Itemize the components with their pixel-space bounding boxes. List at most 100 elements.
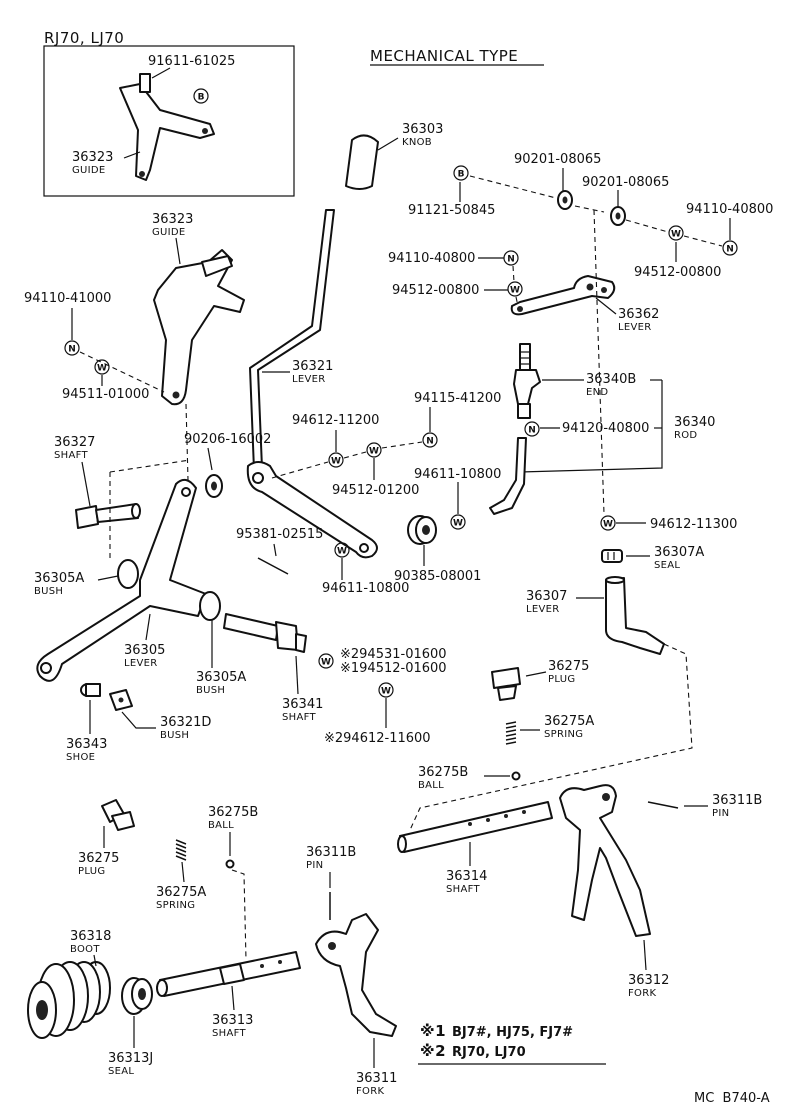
lever-36305 — [36, 478, 221, 682]
shift-lever — [246, 209, 378, 559]
nut-symbol-4: N — [426, 437, 434, 447]
note-1-text: BJ7#, HJ75, FJ7# — [452, 1025, 573, 1040]
washer-symbol-4: W — [331, 457, 341, 467]
part-94611-b-number: 94611-10800 — [322, 581, 409, 596]
part-36311b-b-name: PIN — [306, 860, 323, 871]
part-36305-name: LEVER — [124, 658, 158, 669]
part-91121-number: 91121-50845 — [408, 203, 495, 218]
note-2-text: RJ70, LJ70 — [452, 1045, 526, 1060]
inset-part-number: 91611-61025 — [148, 54, 235, 69]
part-94612-b-number: 94612-11300 — [650, 517, 737, 532]
spring-36275a-left — [175, 839, 187, 861]
part-36307a-name: SEAL — [654, 560, 680, 571]
part-36327-name: SHAFT — [54, 450, 88, 461]
part-95381-number: 95381-02515 — [236, 527, 323, 542]
part-36275-a-name: PLUG — [548, 674, 575, 685]
part-36311-name: FORK — [356, 1086, 384, 1097]
spring-36275a-right — [505, 721, 517, 745]
seal-36313j — [121, 977, 153, 1015]
note-2-mark: ※2 — [420, 1042, 446, 1060]
part-94110-a-number: 94110-40800 — [686, 202, 773, 217]
part-94115-number: 94115-41200 — [414, 391, 501, 406]
part-36305-number: 36305 — [124, 643, 165, 658]
plug-36275-left — [101, 799, 135, 831]
seal-36307a — [601, 549, 623, 563]
part-36341-name: SHAFT — [282, 712, 316, 723]
nut-symbol-1: N — [726, 245, 734, 255]
ball-36275b-right — [511, 771, 521, 781]
diagram-header: MECHANICAL TYPE — [370, 47, 518, 65]
part-36343-number: 36343 — [66, 737, 107, 752]
part-36275-b-name: PLUG — [78, 866, 105, 877]
nut-symbol-2: N — [507, 255, 515, 265]
guide-bracket — [153, 249, 245, 406]
part-note2-94612-number: ※294612-11600 — [324, 731, 431, 746]
footer-code: MC B740-A — [694, 1091, 770, 1106]
inset-frame — [43, 45, 295, 197]
part-94120-number: 94120-40800 — [562, 421, 649, 436]
shaft-36341 — [223, 613, 307, 653]
washer-symbol-5: W — [369, 447, 379, 457]
part-36313j-number: 36313J — [108, 1051, 153, 1066]
rod-end-36340b — [513, 343, 541, 419]
part-36275a-a-number: 36275A — [544, 714, 594, 729]
inset-title: RJ70, LJ70 — [44, 29, 124, 47]
bushing-90385 — [407, 515, 437, 545]
bolt-symbol-icon — [193, 88, 209, 104]
part-36311b-a-name: PIN — [712, 808, 729, 819]
nut-symbol-3: N — [68, 345, 76, 355]
part-36362-number: 36362 — [618, 307, 659, 322]
inset-guide-bracket — [119, 73, 215, 181]
part-94512-c-number: 94512-01200 — [332, 483, 419, 498]
part-36327-number: 36327 — [54, 435, 95, 450]
bush-36321d — [109, 689, 133, 711]
part-36311b-b-number: 36311B — [306, 845, 356, 860]
part-36343-name: SHOE — [66, 752, 95, 763]
part-90206-number: 90206-16002 — [184, 432, 271, 447]
part-36340-number: 36340 — [674, 415, 715, 430]
part-36307-number: 36307 — [526, 589, 567, 604]
part-36312-name: FORK — [628, 988, 656, 999]
part-36318-number: 36318 — [70, 929, 111, 944]
washer-symbol-6: W — [453, 519, 463, 529]
part-36275-a-number: 36275 — [548, 659, 589, 674]
part-36311b-a-number: 36311B — [712, 793, 762, 808]
part-36318-name: BOOT — [70, 944, 100, 955]
knob — [345, 134, 379, 190]
part-36275a-b-number: 36275A — [156, 885, 206, 900]
part-36305a-a-number: 36305A — [34, 571, 84, 586]
part-36313-number: 36313 — [212, 1013, 253, 1028]
part-36314-name: SHAFT — [446, 884, 480, 895]
part-36275a-a-name: SPRING — [544, 729, 583, 740]
part-36340b-number: 36340B — [586, 372, 636, 387]
part-94611-a-number: 94611-10800 — [414, 467, 501, 482]
bolt-symbol-label: B — [198, 93, 205, 103]
part-36305a-b-number: 36305A — [196, 670, 246, 685]
rod-36340 — [489, 437, 527, 515]
fork-36312 — [559, 784, 651, 937]
part-36340b-name: END — [586, 387, 608, 398]
part-90201-b-number: 90201-08065 — [582, 175, 669, 190]
part-36313j-name: SEAL — [108, 1066, 134, 1077]
part-94512-b-number: 94512-00800 — [634, 265, 721, 280]
washer-symbol-9: W — [321, 658, 331, 668]
washer-symbol-3: W — [97, 364, 107, 374]
part-36321-name: LEVER — [292, 374, 326, 385]
part-94110-b-number: 94110-40800 — [388, 251, 475, 266]
part-36307-name: LEVER — [526, 604, 560, 615]
part-36305a-b-name: BUSH — [196, 685, 225, 696]
part-36275a-b-name: SPRING — [156, 900, 195, 911]
part-note2-94531-number: ※294531-01600 — [340, 647, 447, 662]
fork-36311 — [315, 913, 397, 1037]
washer-symbol-7: W — [603, 520, 613, 530]
part-36275b-a-name: BALL — [418, 780, 444, 791]
lever-36362 — [510, 275, 616, 316]
part-36323-name: GUIDE — [152, 227, 186, 238]
note-1-mark: ※1 — [420, 1022, 446, 1040]
part-36305a-a-name: BUSH — [34, 586, 63, 597]
boot-36318 — [27, 961, 111, 1039]
part-36303-name: KNOB — [402, 137, 432, 148]
part-36303-number: 36303 — [402, 122, 443, 137]
